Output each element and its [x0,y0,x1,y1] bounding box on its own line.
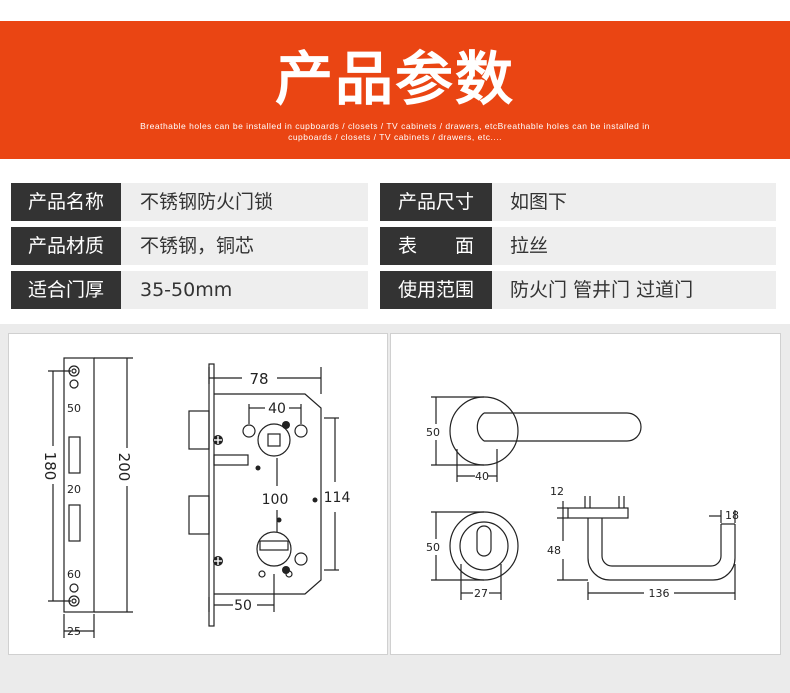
banner-subtitle: Breathable holes can be installed in cup… [140,121,650,142]
spec-label: 产品尺寸 [380,183,492,221]
spec-label: 产品材质 [11,227,121,265]
lock-body-drawing: 50 20 60 25 180 200 78 40 100 114 50 [41,357,351,638]
dim-50: 50 [67,402,81,415]
spec-label: 适合门厚 [11,271,121,309]
handle-drawing: 50 40 50 27 12 48 18 136 [426,396,739,600]
spec-row-material: 产品材质 不锈钢，铜芯 [11,227,368,265]
spec-label: 使用范围 [380,271,492,309]
dim-25: 25 [67,625,81,638]
spec-value: 不锈钢防火门锁 [140,191,274,213]
dim-78: 78 [249,370,268,388]
dim-body-50: 50 [234,598,252,614]
dim-rosette-50: 50 [426,426,440,439]
dim-escutcheon-50: 50 [426,541,440,554]
dim-40: 40 [268,401,286,417]
spec-value: 如图下 [510,191,568,213]
spec-row-usage: 使用范围 防火门 管井门 过道门 [380,271,776,309]
dim-escutcheon-27: 27 [474,587,488,600]
lock-body-diagram: 50 20 60 25 180 200 78 40 100 114 50 [8,333,388,655]
dim-lever-48: 48 [547,544,561,557]
banner-title: 产品参数 [274,45,515,113]
spec-value: 35-50mm [140,279,233,301]
spec-value: 不锈钢，铜芯 [140,235,255,257]
dim-lever-136: 136 [649,587,670,600]
dim-180: 180 [41,452,59,481]
dim-lever-12: 12 [550,485,564,498]
dim-20: 20 [67,483,81,496]
dim-200: 200 [115,453,133,482]
dim-100: 100 [262,492,289,508]
header-banner: 产品参数 Breathable holes can be installed i… [0,21,790,159]
dim-60: 60 [67,568,81,581]
dim-lever-18: 18 [725,509,739,522]
spec-label: 产品名称 [11,183,121,221]
spec-row-name: 产品名称 不锈钢防火门锁 [11,183,368,221]
spec-row-surface: 表 面 拉丝 [380,227,776,265]
spec-value: 拉丝 [510,235,549,257]
handle-diagram: 50 40 50 27 12 48 18 136 [390,333,781,655]
spec-row-door-thickness: 适合门厚 35-50mm [11,271,368,309]
spec-row-size: 产品尺寸 如图下 [380,183,776,221]
spec-label: 表 面 [380,227,492,265]
dim-rosette-40: 40 [475,470,489,483]
dim-114: 114 [324,490,351,506]
spec-value: 防火门 管井门 过道门 [510,279,694,301]
